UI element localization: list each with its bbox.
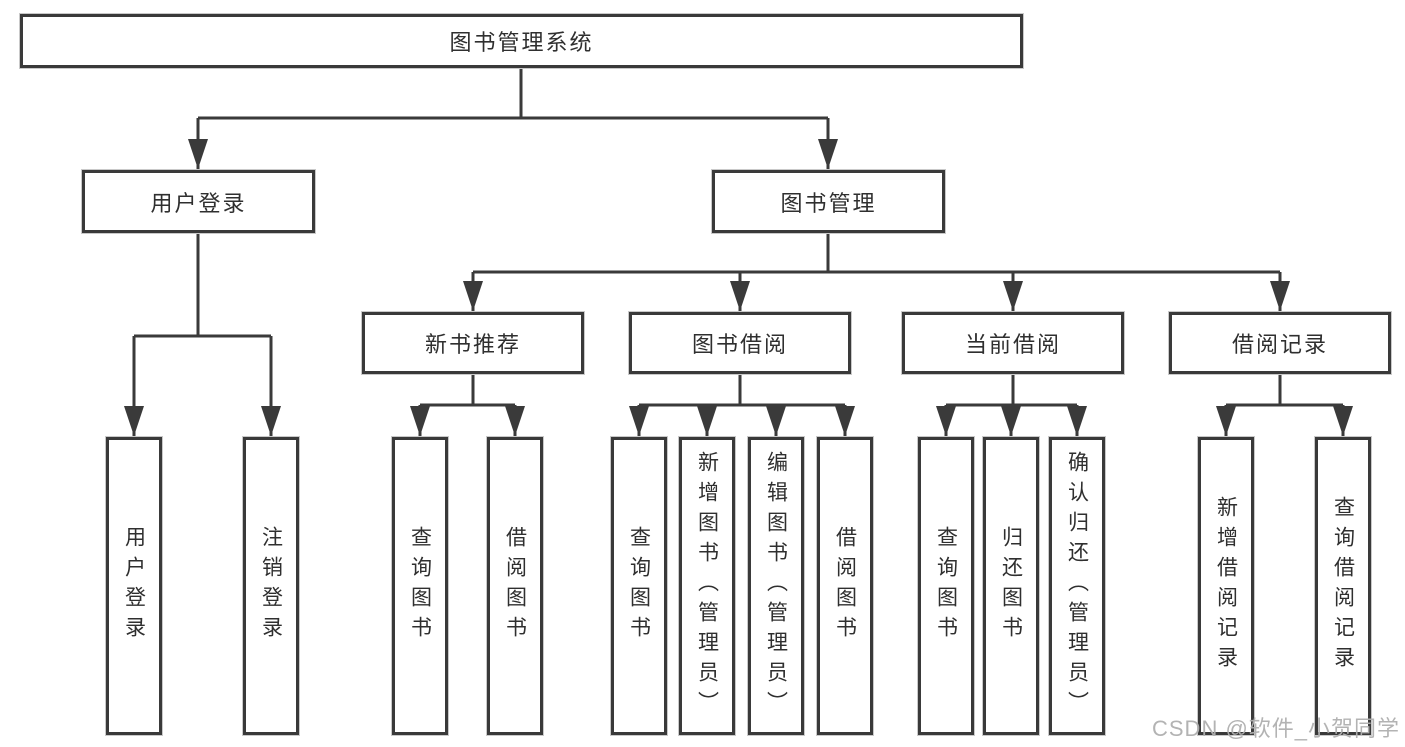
node-label: 图书管理 <box>780 190 877 216</box>
node-label: 查询借阅记录 <box>1331 496 1355 676</box>
node-book-borrowing: 图书借阅 <box>629 312 851 374</box>
node-leaf-add-borrow-record: 新增借阅记录 <box>1198 437 1254 735</box>
node-borrowing-records: 借阅记录 <box>1169 312 1391 374</box>
node-leaf-borrow-books-2: 借阅图书 <box>817 437 873 735</box>
node-label: 当前借阅 <box>964 332 1061 357</box>
node-leaf-add-books-admin: 新增图书（管理员） <box>679 437 735 735</box>
node-label: 新增图书（管理员） <box>695 451 719 721</box>
node-leaf-borrow-books-1: 借阅图书 <box>487 437 543 735</box>
tree-arrows <box>124 118 1353 436</box>
node-label: 新增借阅记录 <box>1214 496 1238 676</box>
node-label: 新书推荐 <box>424 332 521 357</box>
node-leaf-query-books-1: 查询图书 <box>392 437 448 735</box>
node-leaf-query-books-3: 查询图书 <box>918 437 974 735</box>
node-current-borrowing: 当前借阅 <box>902 312 1124 374</box>
node-user-login: 用户登录 <box>82 170 315 233</box>
node-leaf-query-borrow-record: 查询借阅记录 <box>1315 437 1371 735</box>
node-library-management-system: 图书管理系统 <box>20 14 1023 68</box>
csdn-watermark: CSDN @软件_小贺同学 <box>1152 716 1401 741</box>
node-label: 确认归还（管理员） <box>1065 451 1089 721</box>
node-label: 借阅图书 <box>503 526 527 646</box>
node-label: 用户登录 <box>150 190 247 216</box>
node-label: 借阅图书 <box>833 526 857 646</box>
node-leaf-logout: 注销登录 <box>243 437 299 735</box>
node-leaf-query-books-2: 查询图书 <box>611 437 667 735</box>
node-label: 图书借阅 <box>691 332 788 357</box>
node-label: 查询图书 <box>408 526 432 646</box>
node-leaf-edit-books-admin: 编辑图书（管理员） <box>748 437 804 735</box>
node-new-book-recommendation: 新书推荐 <box>362 312 584 374</box>
node-label: 借阅记录 <box>1231 332 1328 357</box>
node-label: 编辑图书（管理员） <box>764 451 788 721</box>
node-leaf-return-books: 归还图书 <box>983 437 1039 735</box>
node-leaf-confirm-return-admin: 确认归还（管理员） <box>1049 437 1105 735</box>
node-book-management: 图书管理 <box>712 170 945 233</box>
node-label: 归还图书 <box>999 526 1023 646</box>
node-label: 查询图书 <box>627 526 651 646</box>
node-label: 注销登录 <box>259 526 283 646</box>
node-label: 查询图书 <box>934 526 958 646</box>
node-leaf-user-login: 用户登录 <box>106 437 162 735</box>
node-label: 用户登录 <box>122 526 146 646</box>
node-label: 图书管理系统 <box>449 30 594 55</box>
